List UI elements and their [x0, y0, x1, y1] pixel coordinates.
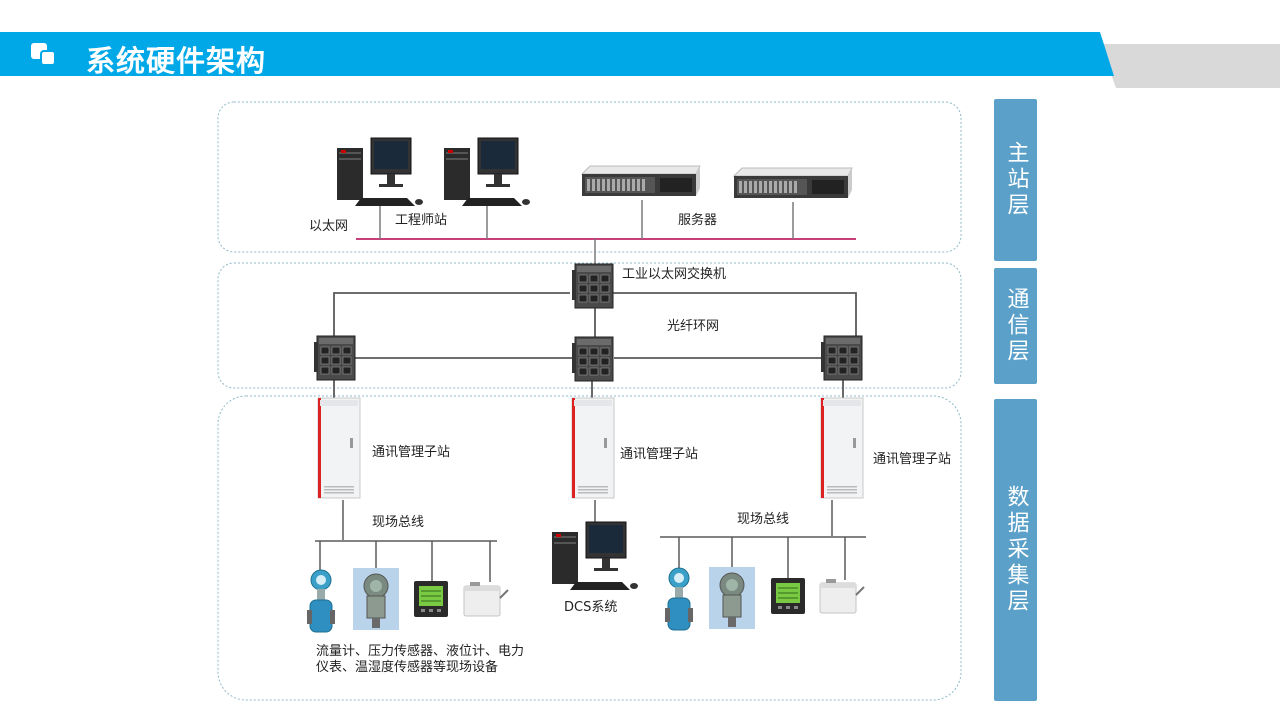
flowmeter-right-icon	[664, 567, 694, 631]
frame-data-layer	[217, 395, 962, 701]
humidity-sensor-right-icon	[819, 578, 865, 614]
engineer-workstation-1-icon	[336, 137, 424, 207]
substation-cabinet-left-icon	[317, 397, 361, 499]
industrial-switch-middle-icon	[571, 336, 614, 382]
flowmeter-left-icon	[306, 569, 336, 633]
layer-label-data: 数据采集层	[1003, 485, 1029, 615]
substation-cabinet-right-icon	[820, 397, 864, 499]
layer-tab-data: 数据采集层	[994, 399, 1037, 701]
label-fieldbus-right: 现场总线	[737, 512, 790, 527]
label-fieldbus-left: 现场总线	[372, 515, 425, 530]
label-field-devices: 流量计、压力传感器、液位计、电力仪表、温湿度传感器等现场设备	[316, 644, 525, 675]
industrial-switch-core-icon	[571, 263, 614, 309]
layer-label-comm: 通信层	[1003, 287, 1029, 365]
substation-cabinet-middle-icon	[571, 397, 615, 499]
label-industrial-switch: 工业以太网交换机	[622, 267, 727, 282]
header-banner	[0, 32, 1280, 88]
frame-comm-layer	[217, 262, 962, 389]
page-title: 系统硬件架构	[86, 44, 267, 78]
label-substation-left: 通讯管理子站	[372, 445, 451, 460]
frame-master-layer	[217, 101, 962, 253]
humidity-sensor-left-icon	[463, 581, 509, 617]
label-fiber-ring: 光纤环网	[667, 319, 720, 334]
industrial-switch-right-icon	[820, 335, 863, 381]
layer-tab-master: 主站层	[994, 99, 1037, 261]
pressure-sensor-right-icon	[708, 566, 756, 630]
layer-tab-comm: 通信层	[994, 268, 1037, 384]
rack-server-1-icon	[581, 165, 701, 197]
label-substation-middle: 通讯管理子站	[620, 447, 699, 462]
rack-server-2-icon	[733, 167, 853, 199]
label-ethernet: 以太网	[309, 219, 349, 234]
dcs-workstation-icon	[551, 521, 639, 591]
title-bullet-icon	[31, 43, 56, 66]
pressure-sensor-left-icon	[352, 567, 400, 631]
power-meter-left-icon	[413, 580, 449, 618]
industrial-switch-left-icon	[313, 335, 356, 381]
label-dcs-system: DCS系统	[564, 600, 618, 615]
label-server: 服务器	[678, 213, 718, 228]
power-meter-right-icon	[770, 577, 806, 615]
layer-label-master: 主站层	[1003, 141, 1029, 219]
engineer-workstation-2-icon	[443, 137, 531, 207]
label-engineer-station: 工程师站	[395, 213, 448, 228]
label-substation-right: 通讯管理子站	[873, 452, 952, 467]
